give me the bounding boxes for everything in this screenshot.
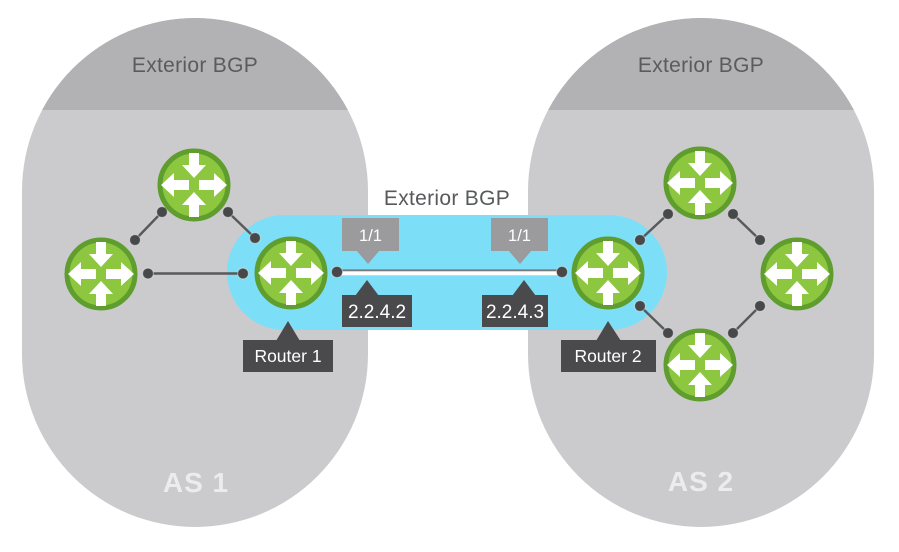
router-icon	[666, 149, 734, 217]
link-endpoint-dot	[634, 300, 646, 312]
tag-pointer-down	[508, 250, 532, 264]
tag-pointer-up	[596, 321, 621, 341]
link-endpoint-dot	[222, 206, 234, 218]
router1-name-label: Router 1	[254, 346, 321, 366]
link-endpoint-dot	[727, 208, 739, 220]
link-router2-to-as2-bottom	[639, 305, 669, 334]
as2-cap-label: Exterior BGP	[638, 54, 764, 77]
router-icon	[574, 239, 642, 307]
as2-router-bottom	[666, 331, 734, 399]
tag-pointer-up	[512, 280, 536, 296]
link-as1-top-to-router1	[227, 211, 256, 239]
link-router2-to-as2-top	[639, 213, 669, 241]
router2-ip-label: 2.2.4.3	[486, 302, 544, 323]
as2-router-right	[763, 240, 831, 308]
router1-interface-tag: 1/1	[342, 218, 399, 264]
as1-router-top	[160, 151, 228, 219]
link-endpoint-dot	[142, 267, 154, 280]
link-endpoint-dot	[754, 300, 766, 312]
router-icon	[257, 239, 325, 307]
router2-name-label: Router 2	[574, 346, 641, 366]
router1-interface-label: 1/1	[359, 227, 382, 245]
ebgp-session-label: Exterior BGP	[384, 187, 510, 210]
as2-links	[634, 208, 766, 339]
link-endpoint-dot	[555, 265, 569, 279]
tag-pointer-up	[355, 280, 379, 296]
link-endpoint-dot	[249, 232, 261, 244]
link-endpoint-dot	[634, 234, 646, 246]
as2-router-top	[666, 149, 734, 217]
as1-router-left	[67, 240, 135, 308]
link-endpoint-dot	[727, 327, 739, 339]
ebgp-link	[330, 265, 569, 279]
link-endpoint-dot	[129, 234, 141, 246]
router1-ip-label: 2.2.4.2	[348, 302, 406, 323]
tag-pointer-down	[356, 250, 380, 264]
link-endpoint-dot	[754, 234, 766, 246]
as1-links	[129, 206, 261, 280]
router-icon	[67, 240, 135, 308]
link-as2-top-to-right	[732, 213, 761, 241]
link-as1-left-to-top	[134, 211, 163, 241]
tag-pointer-up	[276, 321, 300, 341]
as1-cap-label: Exterior BGP	[132, 54, 258, 77]
router1-ip-tag: 2.2.4.2	[342, 280, 412, 327]
router2-interface-tag: 1/1	[491, 218, 548, 264]
router-icon	[666, 331, 734, 399]
router2-name-tag: Router 2	[561, 321, 656, 372]
link-endpoint-dot	[156, 206, 168, 218]
link-endpoint-dot	[662, 327, 674, 339]
router1-node	[257, 239, 325, 307]
as2-name-label: AS 2	[668, 466, 734, 497]
router2-ip-tag: 2.2.4.3	[482, 280, 548, 327]
link-endpoint-dot	[237, 267, 249, 280]
as2-boundary	[528, 18, 874, 527]
router-icon	[763, 240, 831, 308]
link-endpoint-dot	[662, 208, 674, 220]
router2-node	[574, 239, 642, 307]
router2-interface-label: 1/1	[508, 227, 531, 245]
router-icon	[160, 151, 228, 219]
link-endpoint-dot	[330, 265, 344, 279]
router1-name-tag: Router 1	[243, 321, 333, 372]
link-as2-bottom-to-right	[732, 305, 761, 334]
as1-name-label: AS 1	[163, 467, 229, 498]
